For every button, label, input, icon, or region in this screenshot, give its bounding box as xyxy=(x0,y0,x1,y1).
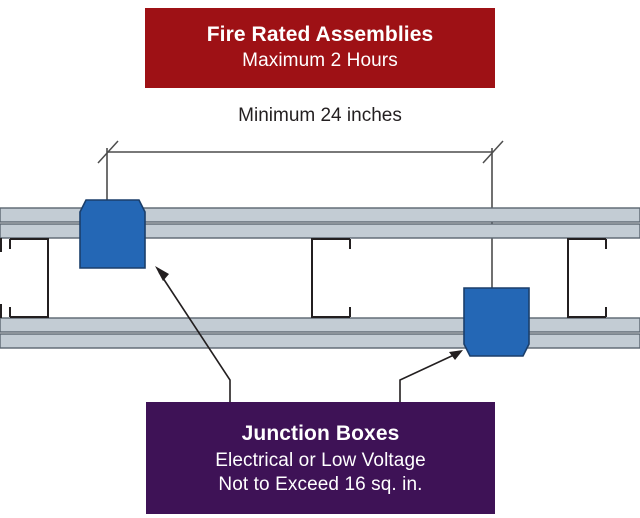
bottom-track xyxy=(0,317,640,349)
dimension-label: Minimum 24 inches xyxy=(238,105,402,126)
leader-path-lower xyxy=(399,353,457,402)
leader-path-upper xyxy=(158,271,231,402)
leader-arrowhead-lower-icon xyxy=(449,350,463,360)
junction-banner-title: Junction Boxes xyxy=(241,421,400,445)
bottom-track-lower-leg xyxy=(0,333,640,349)
leader-arrowhead-upper-icon xyxy=(155,266,169,281)
junction-boxes-banner: Junction Boxes Electrical or Low Voltage… xyxy=(146,402,495,514)
junction-banner-line3: Not to Exceed 16 sq. in. xyxy=(218,473,423,495)
fire-banner-subtitle: Maximum 2 Hours xyxy=(242,50,398,72)
top-track-upper-leg xyxy=(0,207,640,223)
stud-group xyxy=(9,238,607,318)
junction-box-lower xyxy=(463,287,530,357)
dimension-tick-left-icon xyxy=(97,140,119,164)
bottom-track-upper-leg xyxy=(0,317,640,333)
leader-line-lower-box xyxy=(399,353,457,402)
junction-box-upper xyxy=(79,199,146,269)
junction-banner-line2: Electrical or Low Voltage xyxy=(215,450,426,472)
leader-line-upper-box xyxy=(158,271,231,402)
dimension-tick-right-icon xyxy=(482,140,504,164)
fire-banner-title: Fire Rated Assemblies xyxy=(206,23,434,47)
dimension-annotation xyxy=(97,140,504,289)
fire-rated-assemblies-banner: Fire Rated Assemblies Maximum 2 Hours xyxy=(145,8,495,88)
